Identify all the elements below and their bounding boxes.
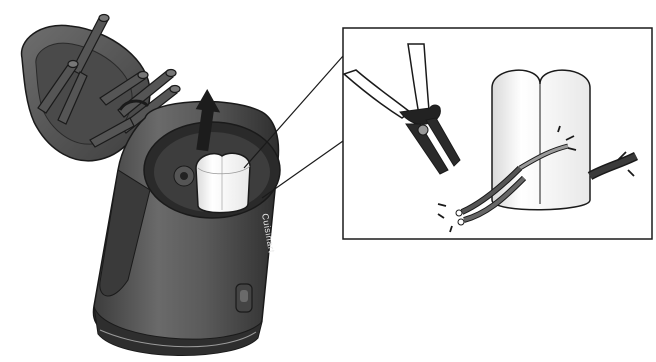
handheld-device: Cuisinart bbox=[22, 15, 280, 356]
detail-inset bbox=[343, 28, 652, 239]
battery-pack bbox=[196, 153, 250, 212]
inset-battery bbox=[492, 70, 590, 210]
